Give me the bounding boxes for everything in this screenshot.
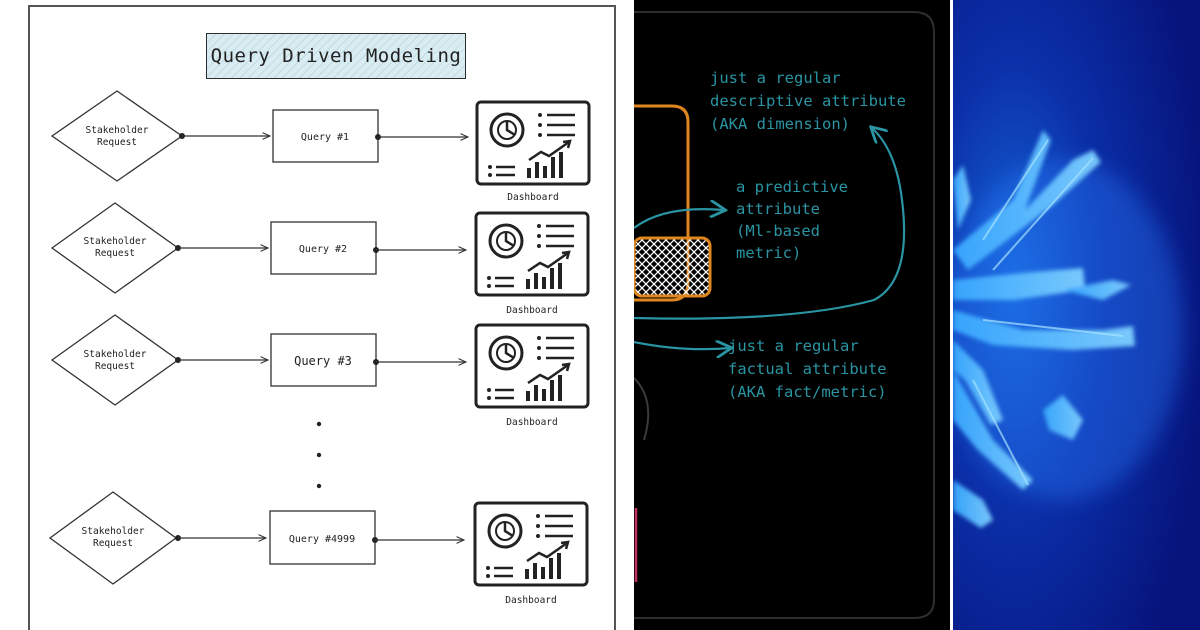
frame-outline: [634, 11, 935, 619]
query-label: Query #1: [301, 132, 349, 143]
annotation-line: (AKA dimension): [710, 115, 850, 133]
query-label: Query #3: [294, 354, 352, 368]
dashboard-label: Dashboard: [506, 305, 557, 316]
dashboard-icon: [474, 323, 590, 409]
query-node: [270, 221, 377, 275]
dashboard-label: Dashboard: [506, 417, 557, 428]
dimension-arrow: [634, 128, 906, 320]
request-label: Request: [97, 137, 137, 148]
query-node: [269, 510, 376, 565]
stakeholder-request-node: [50, 314, 180, 406]
annotation-line: metric): [736, 244, 801, 262]
panel-divider: [950, 0, 953, 630]
annotation-line: (AKA fact/metric): [728, 383, 887, 401]
query-node: [272, 109, 379, 163]
dashboard-label: Dashboard: [505, 595, 556, 606]
diagram-title: Query Driven Modeling: [206, 33, 466, 79]
query-node: [270, 333, 377, 387]
flow-row-4: Stakeholder Request Query #4999 Dashboar…: [48, 491, 589, 606]
annotation-line: just a regular: [710, 69, 841, 87]
attribute-sketch: just a regular descriptive attribute (AK…: [634, 11, 935, 619]
request-label: Request: [93, 538, 133, 549]
stakeholder-label: Stakeholder: [82, 526, 145, 537]
predictive-annotation: a predictive attribute (Ml-based metric): [736, 178, 848, 262]
factual-arrow: [634, 342, 730, 349]
predictive-attribute-highlight: [634, 236, 712, 298]
flow-row-3: Stakeholder Request Query #3 Dashboard: [50, 314, 590, 428]
request-label: Request: [95, 361, 135, 372]
flow-row-2: Stakeholder Request Query #2 Dashboard: [50, 202, 590, 316]
table-outline: [634, 104, 690, 302]
annotation-line: (Ml-based: [736, 222, 820, 240]
query-driven-modeling-panel: Query Driven Modeling: [28, 5, 616, 630]
annotation-line: just a regular: [728, 337, 859, 355]
dashboard-icon: [475, 100, 591, 186]
request-label: Request: [95, 248, 135, 259]
stakeholder-request-node: [50, 90, 184, 182]
blue-glow-image: [953, 0, 1200, 630]
query-label: Query #2: [299, 244, 347, 255]
glow-illustration: [953, 0, 1200, 630]
annotation-line: descriptive attribute: [710, 92, 906, 110]
flow-row-1: Stakeholder Request Query #1 Dashboard: [50, 90, 591, 203]
stakeholder-label: Stakeholder: [86, 125, 149, 136]
annotation-line: factual attribute: [728, 360, 887, 378]
dimension-annotation: just a regular descriptive attribute (AK…: [710, 69, 906, 133]
predictive-arrow: [634, 209, 724, 229]
dashboard-icon: [473, 501, 589, 587]
ellipsis-dots: [316, 421, 322, 489]
dashboard-icon: [474, 211, 590, 297]
flow-diagram: Stakeholder Request Query #1 Dashboard S…: [48, 90, 591, 606]
factual-annotation: just a regular factual attribute (AKA fa…: [728, 337, 887, 401]
annotation-line: attribute: [736, 200, 820, 218]
stakeholder-label: Stakeholder: [84, 349, 147, 360]
query-label: Query #4999: [289, 534, 355, 545]
dashboard-label: Dashboard: [507, 192, 558, 203]
attribute-sketch-panel: just a regular descriptive attribute (AK…: [634, 0, 950, 630]
stakeholder-label: Stakeholder: [84, 236, 147, 247]
annotation-line: a predictive: [736, 178, 848, 196]
